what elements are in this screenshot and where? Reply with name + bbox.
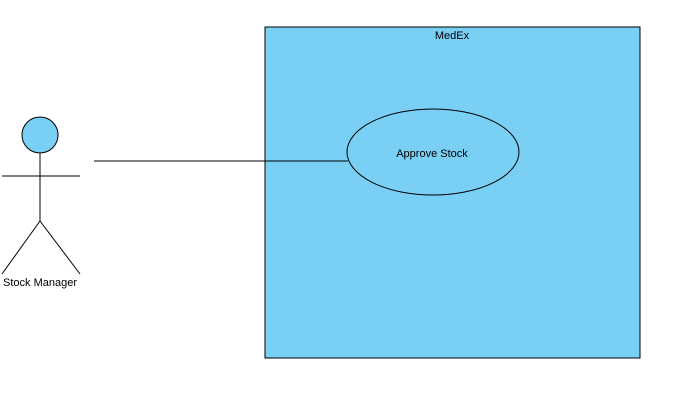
system-name: MedEx xyxy=(435,30,470,42)
actor-left-leg-icon xyxy=(1,220,41,275)
use-case-approve-stock[interactable]: Approve Stock xyxy=(346,108,520,196)
actor-label: Stock Manager xyxy=(3,277,77,289)
actor-right-leg-icon xyxy=(39,220,81,275)
use-case-label: Approve Stock xyxy=(396,148,468,160)
actor-stock-manager[interactable]: Stock Manager xyxy=(1,116,81,289)
use-case-ellipse[interactable] xyxy=(346,108,520,196)
actor-head-icon xyxy=(21,116,59,154)
